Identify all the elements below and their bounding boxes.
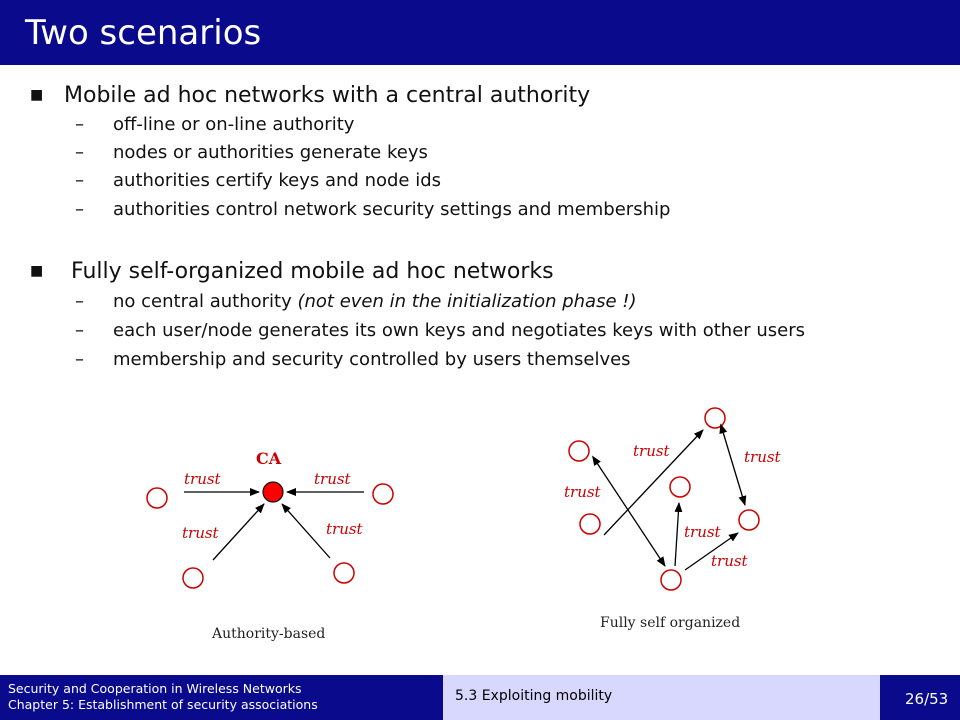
trust-arrow [684,532,739,571]
footer-line-1: Security and Cooperation in Wireless Net… [8,681,302,696]
footer-section: 5.3 Exploiting mobility [443,675,880,720]
page-number: 26/53 [905,690,949,708]
list-item: –nodes or authorities generate keys [75,140,428,166]
authority-diagram: CA trust trust trust trust Authority-bas… [146,449,394,642]
slide-content: ■Mobile ad hoc networks with a central a… [30,80,805,642]
trust-label: trust [184,470,222,488]
node [146,487,168,509]
trust-label: trust [711,552,749,570]
footer-course: Security and Cooperation in Wireless Net… [8,681,318,713]
trust-label: trust [182,524,220,542]
footer: Security and Cooperation in Wireless Net… [0,675,960,720]
trust-label: trust [633,442,671,460]
node [579,513,601,535]
trust-diagrams: CA trust trust trust trust Authority-bas… [146,407,782,642]
square-bullet-icon: ■ [30,263,44,279]
trust-label: trust [684,523,722,541]
footer-line-2: Chapter 5: Establishment of security ass… [8,697,318,712]
node [568,440,590,462]
dash-icon: – [75,349,84,370]
node [660,569,682,591]
trust-arrow [674,502,683,567]
slide-title: Two scenarios [25,13,262,53]
list-item: –authorities control network security se… [75,197,670,223]
ca-label: CA [256,449,282,468]
trust-arrow [719,423,747,506]
trust-arrow [281,503,331,559]
title-bar: Two scenarios [0,0,960,65]
trust-label: trust [744,448,782,466]
list-item: –each user/node generates its own keys a… [75,318,805,344]
diagram-caption: Fully self organized [600,615,740,631]
diagram-caption: Authority-based [211,626,325,642]
list-item: –authorities certify keys and node ids [75,168,441,194]
trust-label: trust [564,483,602,501]
dash-icon: – [75,142,84,163]
list-item: –no central authority (not even in the i… [75,289,637,315]
trust-arrow [592,455,666,567]
dash-icon: – [75,114,84,135]
square-bullet-icon: ■ [30,87,44,103]
dash-icon: – [75,291,84,312]
trust-arrow [212,503,265,561]
trust-label: trust [326,520,364,538]
trust-label: trust [314,470,352,488]
dash-icon: – [75,199,84,220]
node [669,476,691,498]
self-organized-diagram: trust trust trust trust trust Fully self… [564,407,782,631]
node [372,483,394,505]
section-heading: ■ Fully self-organized mobile ad hoc net… [30,256,554,287]
node [738,509,760,531]
ca-node [262,481,284,503]
dash-icon: – [75,320,84,341]
node [704,407,726,429]
dash-icon: – [75,170,84,191]
trust-arrow [603,429,704,536]
list-item: –off-line or on-line authority [75,112,354,138]
section-heading: ■Mobile ad hoc networks with a central a… [30,80,590,111]
list-item: –membership and security controlled by u… [75,347,631,373]
node [182,567,204,589]
footer-section-label: 5.3 Exploiting mobility [455,688,613,704]
node [333,562,355,584]
